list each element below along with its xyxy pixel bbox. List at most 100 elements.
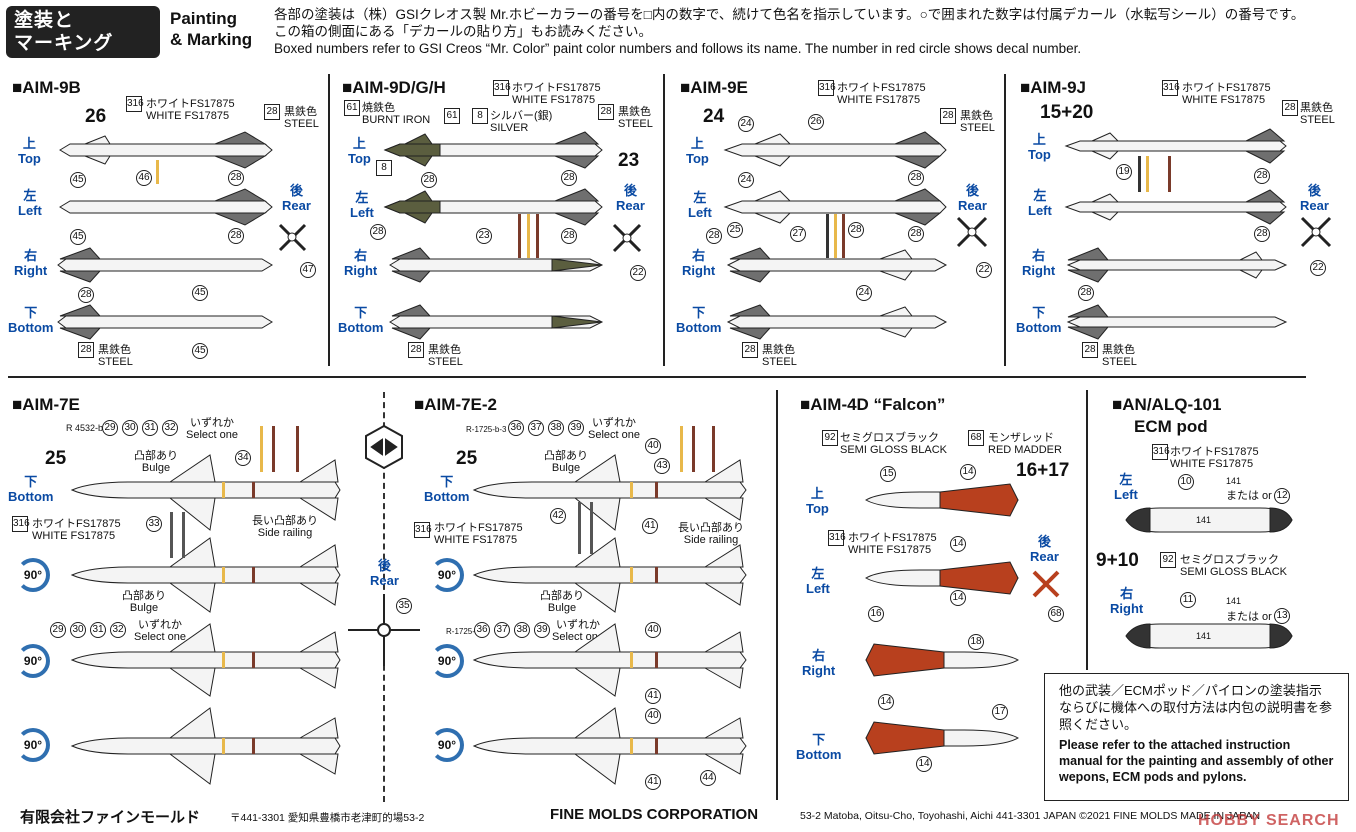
rotate-90-icon-d: 90° xyxy=(430,558,464,592)
paint-box-white-f: 316 xyxy=(414,522,432,538)
decal-19: 19 xyxy=(1116,164,1132,180)
decal-22: 22 xyxy=(630,265,646,281)
paint-box-steel-c: 28 xyxy=(598,104,614,120)
decal-45-c: 45 xyxy=(192,285,208,301)
missile-aim9e-top xyxy=(723,131,947,169)
decal-30-b: 30 xyxy=(70,622,86,638)
or-label: または or xyxy=(1226,490,1272,502)
pod-code-d: 141 xyxy=(1226,596,1242,606)
rotate-90-icon-c: 90° xyxy=(16,728,50,762)
dir-left-jp: 左 xyxy=(23,188,37,203)
paint-box-madder: 68 xyxy=(968,430,984,446)
rear-view-aim7e xyxy=(348,594,420,666)
decal-36: 36 xyxy=(508,420,524,436)
bulge-en: Bulge xyxy=(141,462,171,474)
decal-27: 27 xyxy=(790,226,806,242)
decal-45: 45 xyxy=(70,172,86,188)
white-jp-d: ホワイトFS17875 xyxy=(1182,82,1271,94)
footer-address-jp: 〒441-3301 愛知県豊橋市老津町的場53-2 xyxy=(230,812,425,824)
decal-68: 68 xyxy=(1048,606,1064,622)
missile-aim7e-2 xyxy=(70,537,341,613)
horizontal-divider xyxy=(8,376,1306,378)
missile-aim9b-left xyxy=(59,188,273,226)
paint-28-g: 28 xyxy=(370,224,386,240)
either-jp: いずれか xyxy=(189,417,234,429)
paint-14-b: 14 xyxy=(950,536,966,552)
pod-code-c: 141 xyxy=(1226,476,1242,486)
silver-en: SILVER xyxy=(490,122,529,134)
paint-box-white-h: 316 xyxy=(1152,444,1170,460)
section-title-aim4d: AIM-4D “Falcon” xyxy=(800,395,945,415)
decal-32: 32 xyxy=(162,420,178,436)
missile-aim7e2-1 xyxy=(472,454,747,531)
pod-code: 141 xyxy=(1196,515,1212,525)
steel-en-d: STEEL xyxy=(428,356,463,368)
rail-en: Side railing xyxy=(257,527,313,539)
missile-aim9e-bottom xyxy=(726,304,948,340)
decal-42: 42 xyxy=(550,508,566,524)
paint-box-white-c: 316 xyxy=(818,80,836,96)
dir-rear-g-jp: 後 xyxy=(1037,534,1051,549)
steel-en-g: STEEL xyxy=(1300,114,1335,126)
paint-28-k: 28 xyxy=(706,228,722,244)
notice-en: Please refer to the attached instruction… xyxy=(1059,738,1334,784)
dir-top-c-jp: 上 xyxy=(690,136,704,151)
paint-box-semigloss: 92 xyxy=(822,430,838,446)
dir-rear-c-en: Rear xyxy=(958,198,987,213)
decal-41-b: 41 xyxy=(645,688,661,704)
missile-aim9j-left xyxy=(1064,189,1287,225)
decal-31-b: 31 xyxy=(90,622,106,638)
rail-jp: 長い凸部あり xyxy=(252,515,318,527)
dir-bottom-en: Bottom xyxy=(8,320,54,335)
either-en-d: Select one xyxy=(552,631,604,643)
dir-right-c-en: Right xyxy=(682,263,716,278)
divider-2 xyxy=(663,74,665,366)
semigloss-jp: セミグロスブラック xyxy=(840,432,939,444)
section-title-aim9b: AIM-9B xyxy=(12,78,81,98)
white-en-d: WHITE FS17875 xyxy=(1182,94,1266,106)
decal-37-b: 37 xyxy=(494,622,510,638)
title-badge: 塗装と マーキング xyxy=(6,6,160,58)
madder-en: RED MADDER xyxy=(988,444,1062,456)
steel-en-e: STEEL xyxy=(960,122,995,134)
section-title-aim7e2: AIM-7E-2 xyxy=(414,395,497,415)
decal-16: 16 xyxy=(868,606,884,622)
dir-top-g-jp: 上 xyxy=(810,486,824,501)
watermark: HOBBY SEARCH xyxy=(1198,812,1340,829)
white-jp-h: ホワイトFS17875 xyxy=(1170,446,1259,458)
silver-jp: シルバー(銀) xyxy=(490,110,553,122)
paint-box-silver: 8 xyxy=(472,108,488,124)
paint-box-white: 316 xyxy=(126,96,144,112)
missile-aim7e2-4 xyxy=(472,707,747,785)
notice-box: 他の武装／ECMポッド／パイロンの塗装指示ならびに機体への取付方法は内包の説明書… xyxy=(1044,673,1349,801)
dir-right-jp: 右 xyxy=(24,248,38,263)
missile-aim7e2-3 xyxy=(472,623,747,697)
rail-jp-b: 長い凸部あり xyxy=(678,522,744,534)
paint-box-white-g: 316 xyxy=(828,530,846,546)
decal-45-d: 45 xyxy=(192,343,208,359)
missile-aim4d-top xyxy=(864,483,1019,517)
dir-right-h-jp: 右 xyxy=(1120,586,1134,601)
decal-38: 38 xyxy=(548,420,564,436)
white-jp: ホワイトFS17875 xyxy=(146,98,235,110)
white-jp-g: ホワイトFS17875 xyxy=(848,532,937,544)
paint-box-silver-b: 8 xyxy=(376,160,392,176)
missile-aim7e-4 xyxy=(70,707,341,785)
dir-right-d-jp: 右 xyxy=(1032,248,1046,263)
paint-28-n: 28 xyxy=(1078,285,1094,301)
dir-bottom-c-jp: 下 xyxy=(692,305,706,320)
